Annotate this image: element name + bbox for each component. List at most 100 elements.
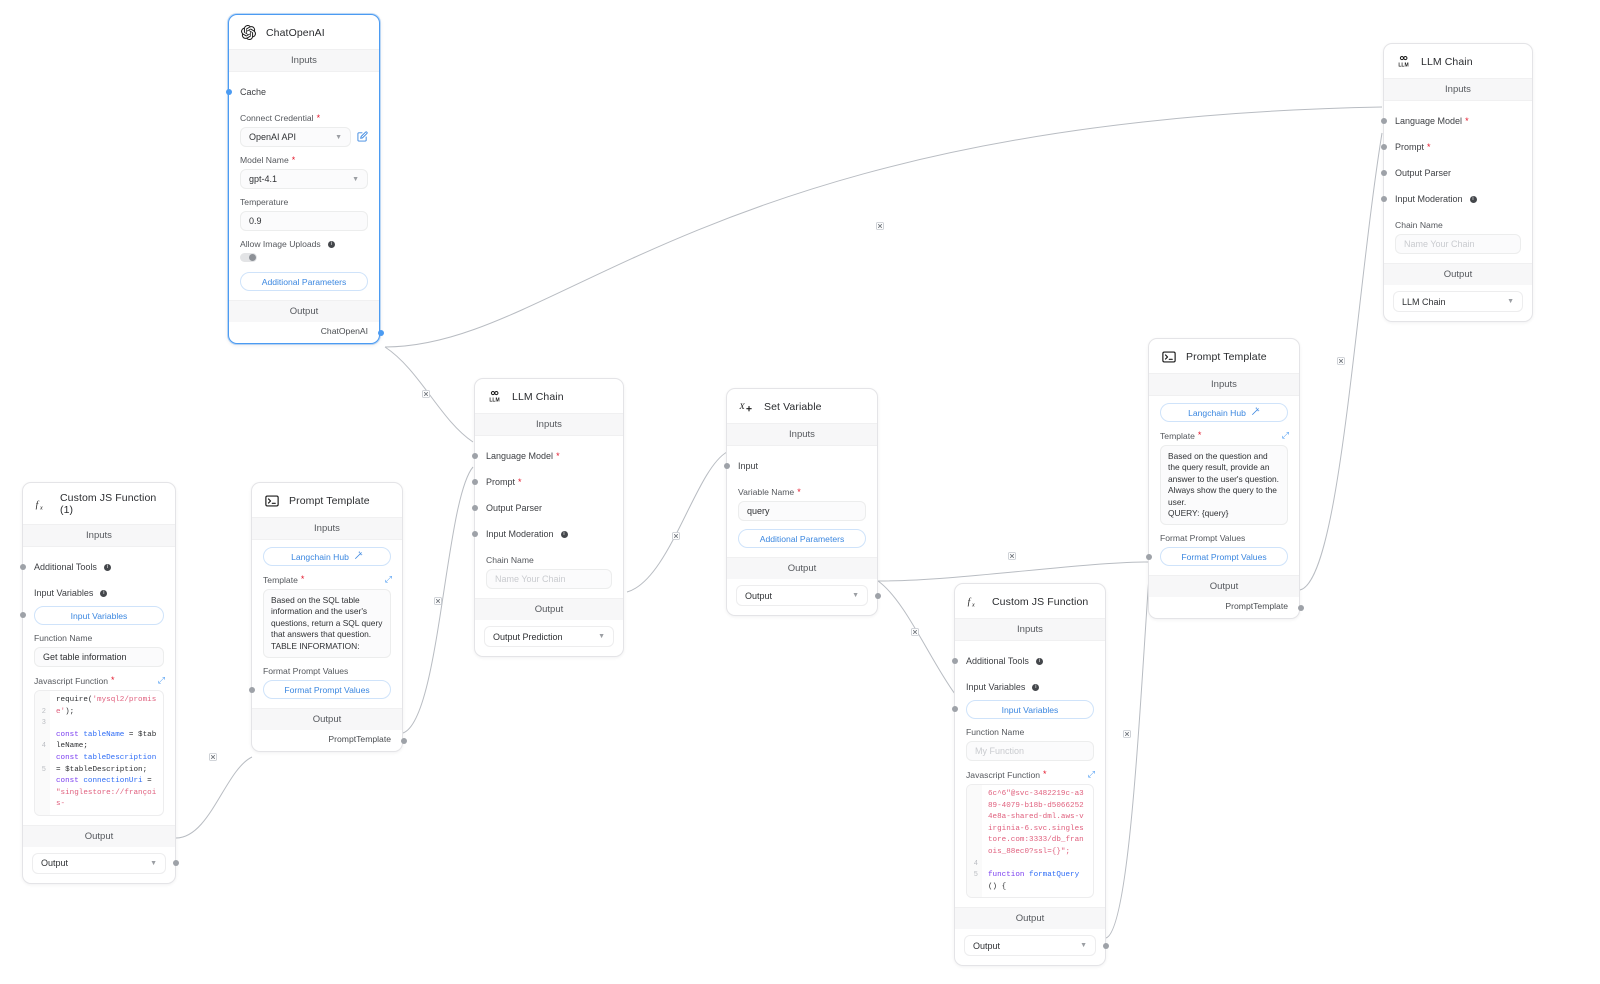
expand-icon[interactable]: ⤢ <box>384 574 392 584</box>
anchor-handle[interactable] <box>1381 196 1387 202</box>
node-custom-js-function-2[interactable]: f x Custom JS Function Inputs Additional… <box>952 583 1109 967</box>
node-custom-js-function-1[interactable]: f x Custom JS Function (1) Inputs Additi… <box>20 482 179 884</box>
anchor-label: Language Model <box>486 451 554 461</box>
info-icon[interactable]: i <box>103 563 111 571</box>
anchor-output-parser[interactable]: Output Parser <box>472 495 612 521</box>
function-name-input[interactable]: Get table information <box>34 647 164 667</box>
variable-name-input[interactable]: query <box>738 501 866 521</box>
langchain-hub-button[interactable]: Langchain Hub <box>1160 403 1288 422</box>
output-select[interactable]: Output Prediction ▼ <box>484 626 614 647</box>
info-icon[interactable]: i <box>560 530 568 538</box>
output-handle[interactable] <box>875 592 881 599</box>
anchor-handle[interactable] <box>249 686 255 693</box>
output-handle[interactable] <box>378 329 384 336</box>
connect-credential-select[interactable]: OpenAI API ▼ <box>240 127 351 147</box>
edit-credential-icon[interactable] <box>357 130 368 144</box>
input-variables-button[interactable]: Input Variables <box>966 700 1094 719</box>
input-variables-button[interactable]: Input Variables <box>34 606 164 625</box>
anchor-handle[interactable] <box>472 531 478 537</box>
anchor-input-moderation[interactable]: Input Moderation i <box>1381 186 1521 212</box>
output-row[interactable]: PromptTemplate <box>252 730 407 751</box>
info-icon[interactable]: i <box>100 589 108 597</box>
expand-icon[interactable]: ⤢ <box>157 675 165 685</box>
openai-icon <box>240 24 257 41</box>
anchor-input-variables[interactable]: Input Variables i <box>952 674 1094 713</box>
anchor-handle[interactable] <box>20 612 26 619</box>
anchor-output-parser[interactable]: Output Parser <box>1381 160 1521 186</box>
additional-parameters-button[interactable]: Additional Parameters <box>738 529 866 548</box>
chain-name-input[interactable]: Name Your Chain <box>1395 234 1521 254</box>
anchor-cache[interactable]: Cache <box>226 79 368 105</box>
output-select-value: LLM Chain <box>1402 296 1446 307</box>
langchain-hub-button[interactable]: Langchain Hub <box>263 547 391 566</box>
anchor-handle[interactable] <box>226 89 232 95</box>
expand-icon[interactable]: ⤢ <box>1281 430 1289 440</box>
node-prompt-template-right[interactable]: Prompt Template Inputs Langchain Hub Tem… <box>1146 338 1304 620</box>
chain-name-input[interactable]: Name Your Chain <box>486 569 612 589</box>
model-name-select[interactable]: gpt-4.1 ▼ <box>240 169 368 189</box>
node-header: Prompt Template <box>252 483 402 517</box>
anchor-handle[interactable] <box>1381 170 1387 176</box>
info-icon[interactable]: i <box>327 240 335 248</box>
code-lines: require('mysql2/promise'); const tableNa… <box>56 696 157 809</box>
anchor-prompt[interactable]: Prompt* <box>1381 134 1521 160</box>
node-title: Prompt Template <box>289 494 370 507</box>
output-select[interactable]: Output ▼ <box>736 585 881 606</box>
info-icon[interactable]: i <box>1035 657 1043 665</box>
anchor-handle[interactable] <box>724 463 730 469</box>
anchor-language-model[interactable]: Language Model* <box>1381 108 1521 134</box>
node-llm-chain-right[interactable]: LLM LLM Chain Inputs Language Model* Pro… <box>1381 43 1533 322</box>
output-handle[interactable] <box>1103 942 1109 949</box>
node-prompt-template-left[interactable]: Prompt Template Inputs Langchain Hub Tem… <box>249 482 407 753</box>
node-chatopenai[interactable]: ChatOpenAI Inputs Cache Connect Credenti… <box>226 14 384 344</box>
anchor-additional-tools[interactable]: Additional Tools i <box>20 554 164 580</box>
template-textarea[interactable]: Based on the SQL table information and t… <box>263 589 391 659</box>
output-row[interactable]: ChatOpenAI <box>229 322 384 343</box>
format-prompt-values-label: Format Prompt Values <box>1160 533 1246 544</box>
output-select[interactable]: Output ▼ <box>32 852 179 874</box>
anchor-language-model[interactable]: Language Model* <box>472 443 612 469</box>
anchor-handle[interactable] <box>472 505 478 511</box>
anchor-handle[interactable] <box>20 564 26 570</box>
output-select[interactable]: Output ▼ <box>964 935 1109 957</box>
chevron-down-icon: ▼ <box>150 859 157 867</box>
node-set-variable[interactable]: X Set Variable Inputs Input Variable Nam… <box>724 388 881 616</box>
temperature-input[interactable]: 0.9 <box>240 211 368 231</box>
info-icon[interactable]: i <box>1032 683 1040 691</box>
info-icon[interactable]: i <box>1469 195 1477 203</box>
anchor-input-variables[interactable]: Input Variables i <box>20 580 164 619</box>
anchor-handle[interactable] <box>952 658 958 664</box>
output-handle[interactable] <box>1298 604 1304 611</box>
output-row[interactable]: PromptTemplate <box>1149 597 1304 618</box>
function-name-input[interactable]: My Function <box>966 741 1094 761</box>
allow-image-uploads-toggle[interactable] <box>240 253 257 262</box>
inputs-band: Inputs <box>1384 78 1532 101</box>
anchor-handle[interactable] <box>472 453 478 459</box>
format-prompt-values-button[interactable]: Format Prompt Values <box>263 680 391 700</box>
node-llm-chain-center[interactable]: LLM LLM Chain Inputs Language Model* Pro… <box>472 378 624 657</box>
output-select[interactable]: LLM Chain ▼ <box>1393 291 1523 312</box>
expand-icon[interactable]: ⤢ <box>1087 769 1095 779</box>
terminal-icon <box>1160 348 1177 365</box>
anchor-prompt[interactable]: Prompt* <box>472 469 612 495</box>
output-band: Output <box>23 824 175 847</box>
anchor-handle[interactable] <box>472 479 478 485</box>
anchor-handle[interactable] <box>1146 553 1152 560</box>
additional-parameters-button[interactable]: Additional Parameters <box>240 272 368 291</box>
anchor-handle[interactable] <box>1381 118 1387 124</box>
output-handle[interactable] <box>401 737 407 744</box>
output-handle[interactable] <box>173 860 179 867</box>
anchor-handle[interactable] <box>952 706 958 713</box>
anchor-handle[interactable] <box>1381 144 1387 150</box>
anchor-label: Input <box>738 461 759 471</box>
anchor-input[interactable]: Input <box>724 453 866 479</box>
template-textarea[interactable]: Based on the question and the query resu… <box>1160 445 1288 526</box>
anchor-additional-tools[interactable]: Additional Tools i <box>952 648 1094 674</box>
required-marker: * <box>291 154 296 165</box>
node-title: LLM Chain <box>1421 55 1473 68</box>
format-prompt-values-button[interactable]: Format Prompt Values <box>1160 547 1288 567</box>
anchor-input-moderation[interactable]: Input Moderation i <box>472 521 612 547</box>
